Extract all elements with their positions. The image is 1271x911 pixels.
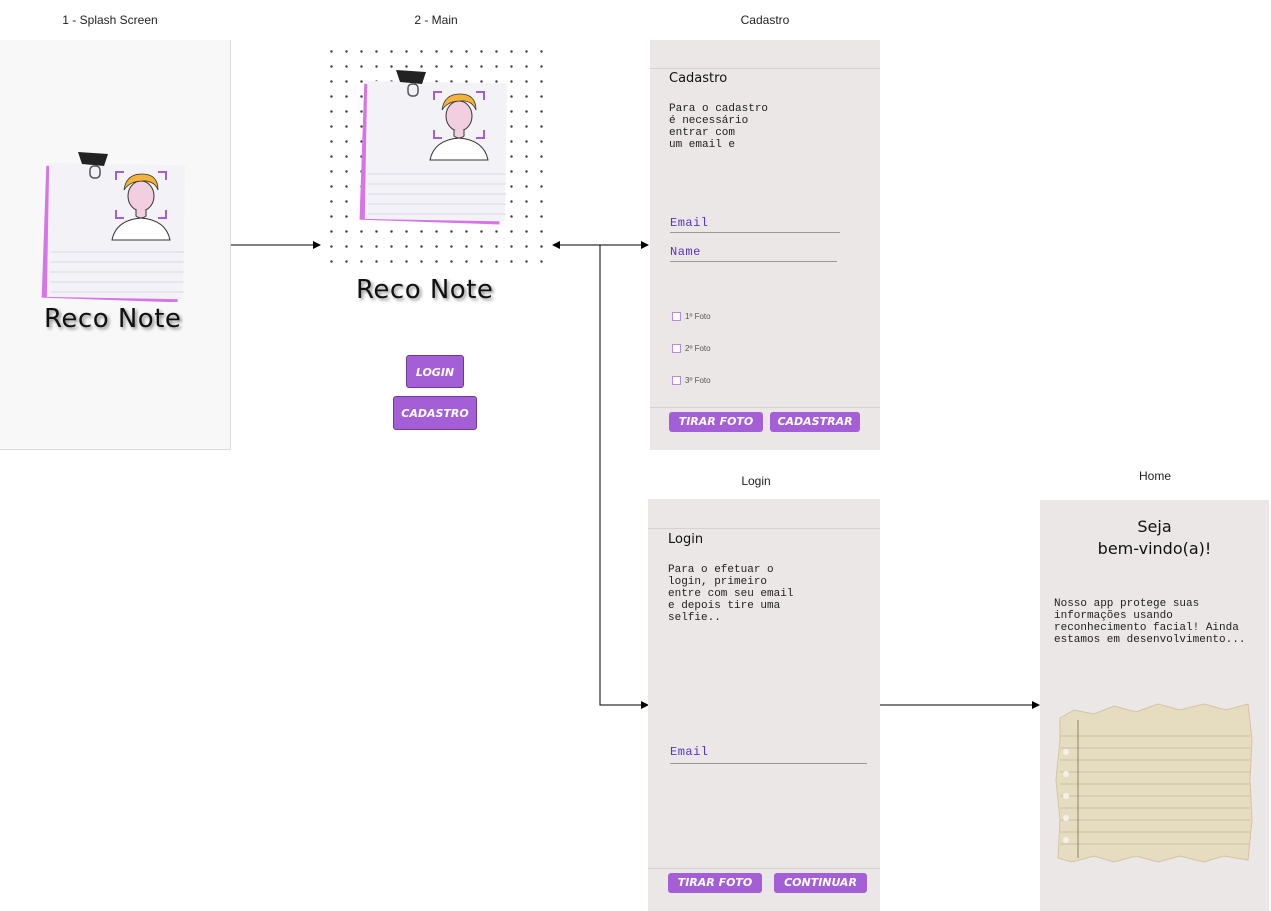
photo-label: 3º Foto (685, 376, 711, 385)
photo-3-checkbox-row[interactable]: 3º Foto (672, 376, 711, 385)
home-screen-title: Home (1138, 469, 1171, 483)
description-line: entrar com (669, 127, 736, 139)
photo-label: 1º Foto (685, 312, 711, 321)
welcome-heading: Seja bem-vindo(a)! (1040, 516, 1269, 560)
main-screen-title: 2 - Main (414, 13, 458, 27)
welcome-line: bem-vindo(a)! (1097, 539, 1212, 558)
arrow-main-to-login (599, 245, 649, 709)
splash-logo-text: Reco Note (44, 304, 182, 334)
description-line: Para o cadastro (669, 103, 769, 115)
login-description: Para o efetuar o login, primeiro entre c… (668, 564, 793, 624)
description-line: e depois tire uma (668, 600, 781, 612)
description-line: reconhecimento facial! Ainda (1054, 622, 1239, 634)
splash-screen-title: 1 - Splash Screen (62, 13, 158, 27)
login-screen-title: Login (741, 474, 771, 488)
take-photo-button[interactable]: TIRAR FOTO (669, 412, 763, 432)
divider (648, 868, 880, 869)
description-line: entre com seu email (668, 588, 794, 600)
register-button[interactable]: CADASTRAR (770, 412, 860, 432)
divider (650, 68, 880, 69)
photo-1-checkbox-row[interactable]: 1º Foto (672, 312, 711, 321)
main-screen (320, 40, 553, 275)
checkbox[interactable] (672, 312, 681, 321)
photo-label: 2º Foto (685, 344, 711, 353)
cadastro-button[interactable]: CADASTRO (393, 396, 477, 430)
description-line: estamos em desenvolvimento... (1054, 634, 1246, 646)
cadastro-heading: Cadastro (669, 71, 728, 86)
description-line: é necessário (669, 115, 749, 127)
home-description: Nosso app protege suas informações usand… (1054, 598, 1245, 646)
torn-paper-icon (1055, 703, 1253, 863)
continue-button[interactable]: CONTINUAR (774, 873, 867, 893)
login-heading: Login (668, 532, 704, 547)
description-line: Para o efetuar o (668, 564, 774, 576)
cadastro-screen-title: Cadastro (740, 13, 790, 27)
description-line: login, primeiro (668, 576, 768, 588)
divider (650, 407, 880, 408)
home-screen: Seja bem-vindo(a)! Nosso app protege sua… (1040, 500, 1269, 911)
cadastro-description: Para o cadastro é necessário entrar com … (669, 103, 768, 151)
photo-2-checkbox-row[interactable]: 2º Foto (672, 344, 711, 353)
take-photo-button[interactable]: TIRAR FOTO (668, 873, 762, 893)
welcome-line: Seja (1137, 517, 1172, 536)
login-screen: Login Para o efetuar o login, primeiro e… (648, 499, 880, 911)
description-line: informações usando (1054, 610, 1173, 622)
description-line: selfie.. (668, 612, 721, 624)
description-line: Nosso app protege suas (1054, 598, 1200, 610)
cadastro-screen: Cadastro Para o cadastro é necessário en… (650, 40, 880, 450)
divider (648, 528, 880, 529)
email-field[interactable]: Email (670, 745, 867, 764)
checkbox[interactable] (672, 344, 681, 353)
main-logo-text: Reco Note (356, 275, 494, 305)
notebook-logo-icon (359, 70, 508, 225)
checkbox[interactable] (672, 376, 681, 385)
notebook-logo-icon (41, 152, 186, 302)
splash-screen: Reco Note (0, 40, 231, 450)
login-button[interactable]: LOGIN (406, 355, 464, 388)
email-field[interactable]: Email (670, 216, 840, 233)
name-field[interactable]: Name (670, 245, 837, 262)
description-line: um email e (669, 139, 736, 151)
